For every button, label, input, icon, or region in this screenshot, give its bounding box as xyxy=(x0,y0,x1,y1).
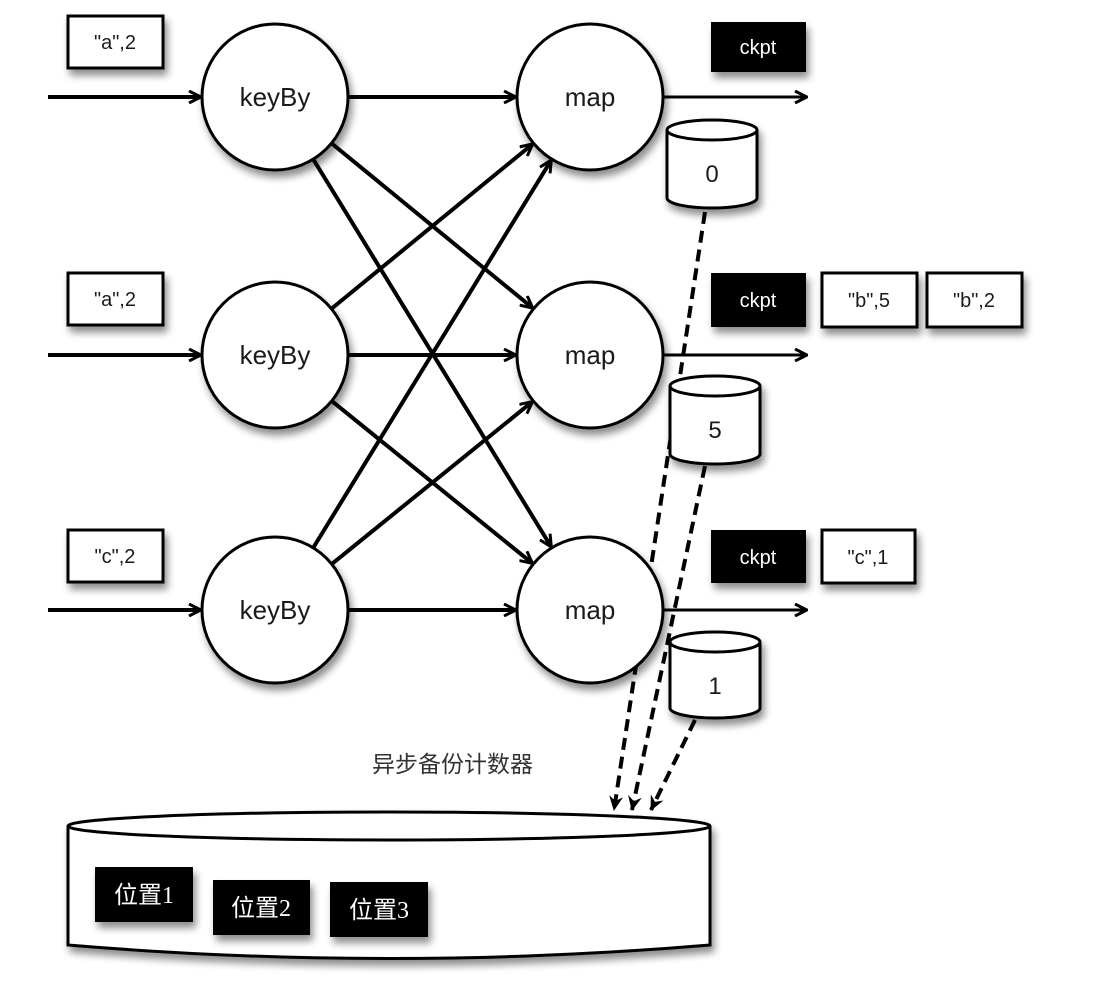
pending-record-box xyxy=(820,528,917,585)
operator-label: keyBy xyxy=(240,340,311,370)
row-2: "c",2 ckpt "c",1 xyxy=(66,528,917,585)
state-value: 1 xyxy=(708,673,721,700)
operator-label: map xyxy=(565,340,616,370)
operator-circle xyxy=(200,535,350,685)
keyby-operator: keyBy xyxy=(200,535,350,685)
storage-position xyxy=(330,882,428,937)
state-value: 0 xyxy=(705,161,718,188)
nodes-layer: keyBy map keyBy map keyBy map xyxy=(200,22,665,685)
input-record-label: "a",2 xyxy=(94,289,136,311)
row-0: "a",2 ckpt xyxy=(66,14,806,72)
state-cylinder: 0 xyxy=(665,118,759,210)
map-operator: map xyxy=(515,535,665,685)
storage-position xyxy=(95,867,193,922)
checkpoint-barrier xyxy=(711,273,806,327)
operator-label: keyBy xyxy=(240,595,311,625)
storage-position-label: 位置2 xyxy=(231,895,291,922)
input-record-label: "c",2 xyxy=(95,546,136,568)
operator-label: keyBy xyxy=(240,82,311,112)
map-operator: map xyxy=(515,280,665,430)
edges-layer xyxy=(48,97,806,610)
state-backend-storage: 位置1 位置2 位置3 xyxy=(66,810,712,960)
operator-circle xyxy=(515,535,665,685)
async-backup-arrow xyxy=(609,211,707,811)
input-record-box xyxy=(66,528,165,584)
shuffle-edge xyxy=(330,145,532,311)
checkpoint-label: ckpt xyxy=(740,290,777,312)
pending-record-label: "c",1 xyxy=(848,547,889,569)
operator-circle xyxy=(515,280,665,430)
async-backup-arrow xyxy=(649,719,697,811)
operator-circle xyxy=(515,22,665,172)
input-record-box xyxy=(66,14,165,70)
operator-circle xyxy=(200,22,350,172)
storage-position-label: 位置1 xyxy=(114,882,174,909)
pending-record-label: "b",5 xyxy=(848,290,890,312)
checkpoint-label: ckpt xyxy=(740,547,777,569)
checkpoint-barrier xyxy=(711,530,806,583)
pending-record-label: "b",2 xyxy=(953,290,995,312)
pending-record-box xyxy=(925,271,1024,329)
map-operator: map xyxy=(515,22,665,172)
checkpoint-barrier xyxy=(711,22,806,72)
keyby-operator: keyBy xyxy=(200,280,350,430)
input-record-box xyxy=(66,271,165,327)
checkpoint-label: ckpt xyxy=(740,37,777,59)
operator-label: map xyxy=(565,82,616,112)
pending-record-box xyxy=(820,271,919,329)
storage-position-label: 位置3 xyxy=(349,897,409,924)
backup-edges-layer xyxy=(609,211,707,811)
state-cylinder: 5 xyxy=(668,374,762,466)
row-1: "a",2 ckpt "b",5 "b",2 xyxy=(66,271,1024,329)
state-value: 5 xyxy=(708,417,721,444)
shuffle-edge xyxy=(311,161,551,549)
operator-label: map xyxy=(565,595,616,625)
operator-circle xyxy=(200,280,350,430)
state-cylinder: 1 xyxy=(668,630,762,720)
storage-position xyxy=(213,880,310,935)
async-backup-caption: 异步备份计数器 xyxy=(372,752,533,778)
async-backup-arrow xyxy=(628,465,707,811)
keyby-operator: keyBy xyxy=(200,22,350,172)
input-record-label: "a",2 xyxy=(94,32,136,54)
shuffle-edge xyxy=(330,402,532,566)
